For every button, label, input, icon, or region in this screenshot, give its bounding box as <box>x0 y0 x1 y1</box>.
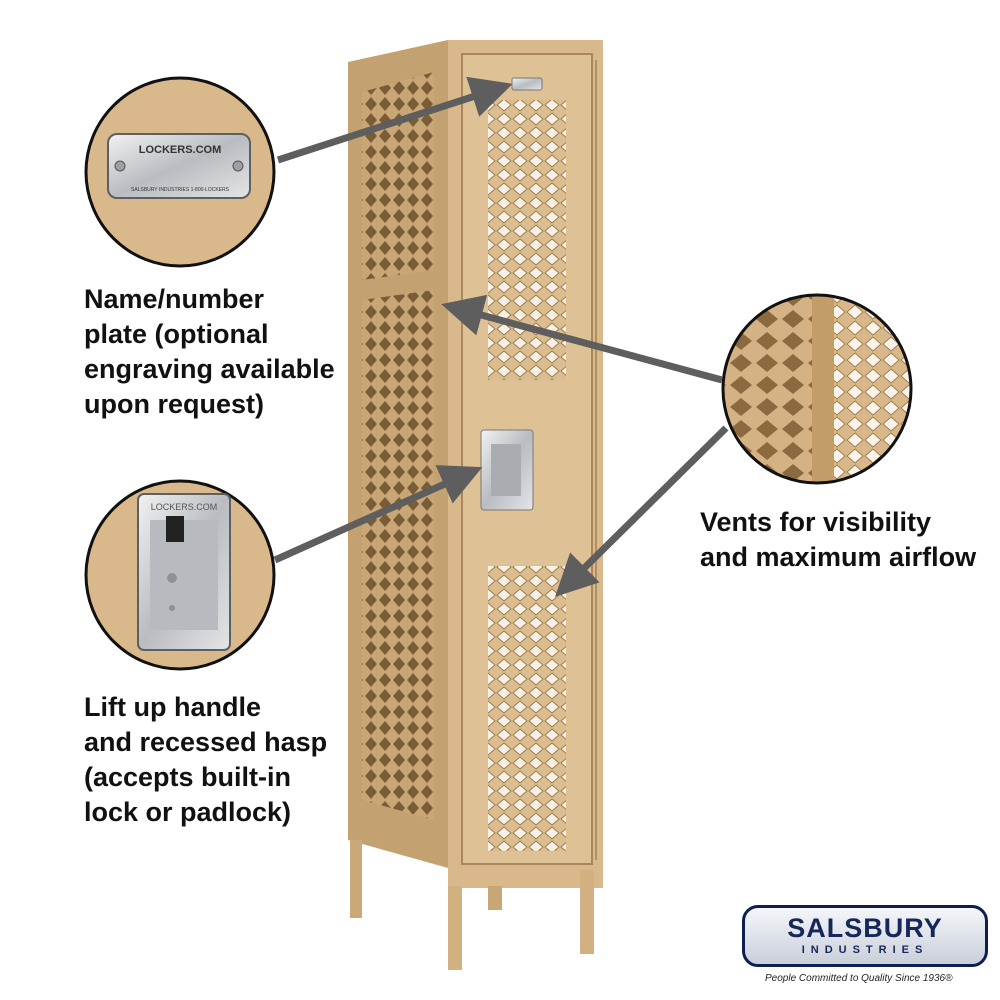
plate-zoom <box>107 133 251 199</box>
vents-zoom-circle <box>721 293 913 485</box>
plate-top-text: LOCKERS.COM <box>139 144 222 156</box>
vents-caption: Vents for visibility and maximum airflow <box>700 507 977 572</box>
plate-bottom-text: SALSBURY INDUSTRIES 1-800-LOCKERS <box>131 187 230 193</box>
handle-caption: Lift up handle and recessed hasp (accept… <box>84 692 328 827</box>
arrow-to-handle <box>273 465 483 564</box>
brand-subname: INDUSTRIES <box>801 944 929 956</box>
brand-tagline: People Committed to Quality Since 1936® <box>765 973 953 984</box>
door-name-plate <box>511 77 543 91</box>
locker-front <box>448 40 603 888</box>
handle-zoom-circle: LOCKERS.COM <box>84 479 276 671</box>
lower-door-vent <box>488 566 566 851</box>
locker-legs <box>350 840 594 970</box>
handle-stamp-text: LOCKERS.COM <box>151 502 218 512</box>
arrow-to-door-vent <box>555 425 729 597</box>
salsbury-logo: SALSBURY INDUSTRIES <box>742 905 988 967</box>
arrow-to-side-vent <box>441 294 723 384</box>
brand-name: SALSBURY <box>787 913 943 943</box>
callout-arrows <box>273 76 729 597</box>
name-plate-zoom-circle: LOCKERS.COM SALSBURY INDUSTRIES 1-800-LO… <box>84 76 276 268</box>
name-plate-caption: Name/number plate (optional engraving av… <box>84 284 335 419</box>
arrow-to-plate <box>276 76 513 164</box>
